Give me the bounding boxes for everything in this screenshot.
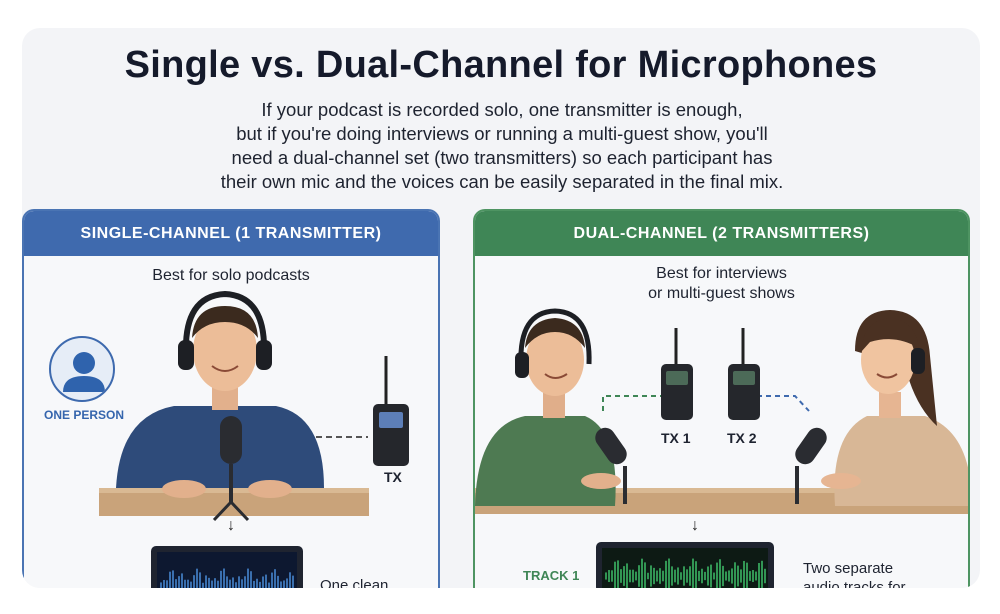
intro-line: their own mic and the voices can be easi… <box>220 171 784 192</box>
tx1-label: TX 1 <box>661 430 691 446</box>
infographic-card: Single vs. Dual-Channel for Microphones … <box>22 28 980 588</box>
single-channel-header: SINGLE-CHANNEL (1 TRANSMITTER) <box>24 211 438 256</box>
interview-illustration <box>475 308 968 514</box>
intro-line: but if you're doing interviews or runnin… <box>236 123 768 144</box>
single-channel-panel: SINGLE-CHANNEL (1 TRANSMITTER) Best for … <box>22 209 440 588</box>
intro-line: need a dual-channel set (two transmitter… <box>231 147 773 168</box>
dual-note-line: audio tracks for <box>803 579 906 588</box>
laptop-icon <box>596 542 774 588</box>
laptop-icon <box>151 546 303 588</box>
solo-host-illustration <box>99 290 409 522</box>
dual-best-for-line: Best for interviews <box>656 265 787 282</box>
microphone-icon <box>595 427 627 504</box>
single-best-for: Best for solo podcasts <box>152 267 310 284</box>
transmitter-icon <box>728 328 760 420</box>
intro-line: If your podcast is recorded solo, one tr… <box>261 99 743 120</box>
one-person-label: ONE PERSON <box>43 408 124 422</box>
transmitter-icon <box>661 328 693 420</box>
single-note: One clean <box>320 577 389 588</box>
headphones-icon <box>182 290 268 355</box>
microphone-icon <box>795 427 827 504</box>
dual-note: Two separate audio tracks for <box>803 559 906 588</box>
tx2-label: TX 2 <box>727 430 757 446</box>
dual-note-line: Two separate <box>803 560 894 577</box>
dual-best-for-line: or multi-guest shows <box>648 285 795 302</box>
track-1-label: TRACK 1 <box>523 568 580 583</box>
microphone-icon <box>212 416 250 522</box>
intro-text: If your podcast is recorded solo, one tr… <box>182 98 822 194</box>
dual-channel-panel: DUAL-CHANNEL (2 TRANSMITTERS) Best for i… <box>473 209 970 588</box>
page-title: Single vs. Dual-Channel for Microphones <box>124 44 878 86</box>
person-icon <box>49 336 115 402</box>
tx-label: TX <box>384 469 402 485</box>
transmitter-icon <box>373 356 409 466</box>
dual-best-for: Best for interviews or multi-guest shows <box>475 264 968 304</box>
down-arrow-icon: ↓ <box>691 517 699 534</box>
down-arrow-icon: ↓ <box>227 517 235 534</box>
dual-channel-header: DUAL-CHANNEL (2 TRANSMITTERS) <box>475 211 968 256</box>
headphones-icon <box>518 308 592 365</box>
